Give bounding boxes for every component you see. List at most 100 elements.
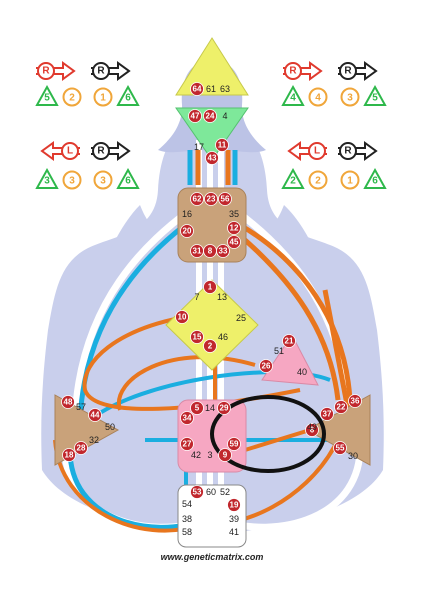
gate-label-5: 5: [195, 404, 200, 413]
gate-label-52: 52: [220, 487, 230, 497]
gate-active-64: [190, 82, 204, 96]
gate-label-43: 43: [208, 154, 217, 163]
gate-label-26: 26: [262, 362, 271, 371]
gate-active-43: [205, 151, 219, 165]
var-bot-left-nums-num-0: 3: [44, 176, 50, 187]
gate-active-21: [282, 334, 296, 348]
var-bot-right-nums-num-1: 2: [315, 176, 321, 187]
gate-active-27: [180, 437, 194, 451]
var-bot-right-b-nums-num-0: 1: [347, 176, 353, 187]
gate-label-9: 9: [223, 451, 228, 460]
gate-active-10: [175, 310, 189, 324]
var-bot-right: L: [287, 141, 327, 161]
var-bot-left-b-nums-num-1: 6: [125, 176, 131, 187]
gate-label-28: 28: [77, 444, 86, 453]
var-bot-right-b-nums-num-1: 6: [372, 176, 378, 187]
var-top-right: R: [283, 61, 323, 81]
gate-label-11: 11: [218, 141, 227, 150]
gate-label-62: 62: [193, 195, 202, 204]
var-top-right-b-circle: [339, 62, 357, 80]
gate-active-36: [348, 394, 362, 408]
gate-label-41: 41: [229, 527, 239, 537]
gate-label-31: 31: [193, 247, 202, 256]
gate-label-27: 27: [183, 440, 192, 449]
var-top-left-b-nums-shape-0: [93, 87, 113, 107]
gate-label-20: 20: [183, 227, 192, 236]
gate-label-22: 22: [337, 403, 346, 412]
gate-label-42: 42: [191, 450, 201, 460]
gate-active-19: [227, 498, 241, 512]
gate-label-53: 53: [193, 488, 202, 497]
var-top-left-b-nums-shape-1: [116, 84, 140, 106]
gate-active-26: [259, 359, 273, 373]
gate-active-47: [188, 109, 202, 123]
gate-label-10: 10: [178, 313, 187, 322]
gate-label-12: 12: [230, 224, 239, 233]
gate-label-30: 30: [348, 451, 358, 461]
var-bot-left-b-letter: R: [97, 146, 105, 157]
gate-active-23: [204, 192, 218, 206]
var-bot-right-circle: [308, 142, 326, 160]
gate-active-12: [227, 221, 241, 235]
gate-label-1: 1: [208, 283, 213, 292]
var-top-right-nums-num-0: 4: [290, 93, 296, 104]
var-top-right-b-letter: R: [344, 66, 352, 77]
gate-label-6: 6: [310, 426, 315, 435]
var-bot-right-b-letter: R: [344, 146, 352, 157]
gate-label-39: 39: [229, 514, 239, 524]
gate-label-21: 21: [285, 337, 294, 346]
var-top-left-nums-shape-1: [62, 87, 82, 107]
gate-label-57: 57: [76, 402, 86, 412]
var-top-left-nums-num-0: 5: [44, 93, 50, 104]
var-bot-left-nums-num-1: 3: [69, 176, 75, 187]
gate-label-24: 24: [206, 112, 215, 121]
g-center: [165, 279, 259, 371]
var-top-right-nums-shape-1: [308, 87, 328, 107]
var-bot-right-nums-shape-0: [281, 167, 305, 189]
gate-label-60: 60: [206, 487, 216, 497]
gate-active-55: [333, 441, 347, 455]
gate-label-35: 35: [229, 209, 239, 219]
var-top-left-b-nums-num-0: 1: [100, 93, 106, 104]
gate-label-51: 51: [274, 346, 284, 356]
gate-active-15: [190, 330, 204, 344]
gate-label-54: 54: [182, 499, 192, 509]
gate-active-6: [305, 423, 319, 437]
gate-label-59: 59: [230, 440, 239, 449]
heart-center: [261, 334, 319, 386]
var-bot-left-circle: [61, 142, 79, 160]
var-top-right-b-nums-num-0: 3: [347, 93, 353, 104]
var-bot-left-nums-shape-1: [62, 170, 82, 190]
var-top-left-b-circle: [92, 62, 110, 80]
var-bot-left-b-circle: [92, 142, 110, 160]
var-bot-left-b-nums-num-0: 3: [100, 176, 106, 187]
gate-active-2: [203, 339, 217, 353]
gate-label-48: 48: [64, 398, 73, 407]
gate-label-25: 25: [236, 313, 246, 323]
gate-active-20: [180, 224, 194, 238]
var-top-left-b-letter: R: [97, 66, 105, 77]
var-top-left-b: R: [91, 61, 131, 81]
gate-active-59: [227, 437, 241, 451]
gate-label-45: 45: [230, 238, 239, 247]
var-top-right-circle: [284, 62, 302, 80]
highlight-oval: [210, 395, 326, 473]
head-center: [175, 37, 249, 96]
gate-active-45: [227, 235, 241, 249]
gate-label-19: 19: [230, 501, 239, 510]
gate-label-61: 61: [206, 84, 216, 94]
gate-label-49: 49: [307, 422, 317, 432]
gate-label-40: 40: [297, 367, 307, 377]
var-bot-right-b-nums-shape-1: [363, 167, 387, 189]
gate-label-58: 58: [182, 527, 192, 537]
gate-active-53: [190, 485, 204, 499]
var-top-right-nums-num-1: 4: [315, 93, 321, 104]
gate-label-50: 50: [105, 422, 115, 432]
gate-active-5: [190, 401, 204, 415]
var-bot-right-nums-num-0: 2: [290, 176, 296, 187]
gate-active-9: [218, 448, 232, 462]
var-bot-right-letter: L: [314, 146, 320, 157]
var-bot-left-b-nums-shape-0: [93, 170, 113, 190]
var-bot-left: L: [40, 141, 80, 161]
